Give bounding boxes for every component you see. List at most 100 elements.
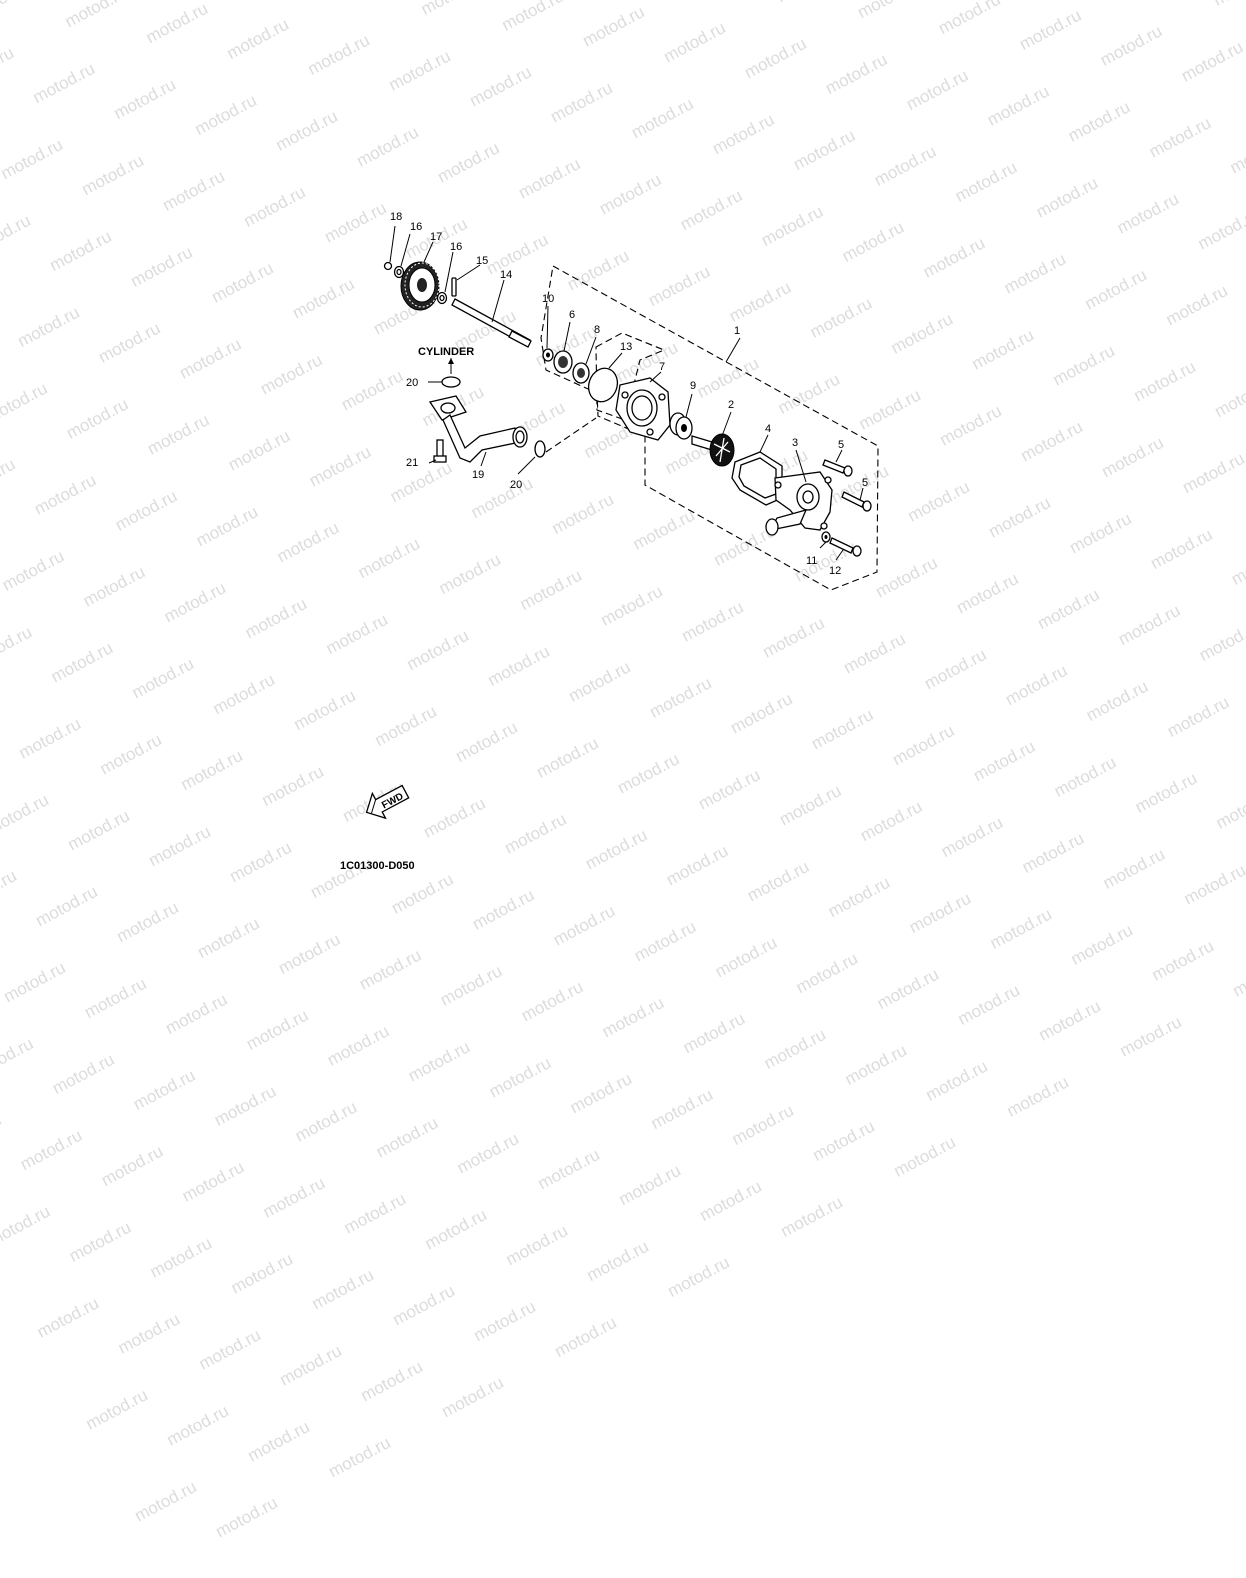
callout-15: 15 [476,255,488,267]
diagram-code: 1C01300-D050 [340,860,415,872]
watermark-text: motod.ru [551,1284,673,1362]
callout-10: 10 [542,293,554,305]
watermark-text: motod.ru [1004,1044,1126,1122]
watermark-text: motod.ru [0,929,122,1007]
cylinder-label: CYLINDER [418,346,474,358]
watermark-text: motod.ru [664,1224,786,1302]
callout-16-left: 16 [410,221,422,233]
water-pump-exploded-diagram: 18 16 17 16 15 14 10 6 8 13 7 9 2 4 3 1 … [0,0,1246,935]
watermark-text: motod.ru [1230,924,1246,1002]
callout-21: 21 [406,457,418,469]
watermark-text: motod.ru [34,1265,156,1343]
watermark-text: motod.ru [49,1021,171,1099]
washer-16-left [395,267,404,278]
watermark-text: motod.ru [0,1173,107,1251]
watermark-text: motod.ru [648,1056,770,1134]
callout-12: 12 [829,565,841,577]
watermark-text: motod.ru [0,1005,91,1083]
callout-5-lower: 5 [862,477,868,489]
watermark-text: motod.ru [1117,984,1239,1062]
watermark-text: motod.ru [567,1040,689,1118]
watermark-text: motod.ru [486,1025,608,1103]
pump-housing-7 [616,378,670,440]
hose-link-line [546,418,596,452]
pin-15 [452,278,456,296]
oil-seal-10 [543,349,553,361]
fwd-arrow-icon: FWD [360,779,412,824]
callout-3: 3 [792,437,798,449]
watermark-text: motod.ru [358,1328,480,1406]
callout-5-upper: 5 [838,439,844,451]
watermark-text: motod.ru [761,996,883,1074]
callout-6: 6 [569,309,575,321]
watermark-text: motod.ru [309,1237,431,1315]
bolt-5-lower [842,492,871,511]
watermark-text: motod.ru [212,1464,334,1542]
watermark-text: motod.ru [98,1113,220,1191]
watermark-text: motod.ru [164,1373,286,1451]
seal-8 [573,363,589,383]
watermark-text: motod.ru [438,1344,560,1422]
callout-9: 9 [690,380,696,392]
watermark-text: motod.ru [405,1009,527,1087]
watermark-text: motod.ru [874,936,996,1014]
watermark-text: motod.ru [729,1072,851,1150]
watermark-text: motod.ru [83,1357,205,1435]
watermark-text: motod.ru [503,1192,625,1270]
watermark-text: motod.ru [0,1081,59,1159]
bolt-12 [830,538,861,556]
watermark-text: motod.ru [891,1104,1013,1182]
watermark-text: motod.ru [1036,968,1158,1046]
impeller-2 [692,434,734,466]
watermark-text: motod.ru [81,945,203,1023]
callout-13: 13 [620,341,632,353]
callout-14: 14 [500,269,512,281]
callout-18: 18 [390,211,402,223]
bolt-5-upper [823,460,852,476]
watermark-text: motod.ru [147,1205,269,1283]
watermark-text: motod.ru [454,1101,576,1179]
callout-20-bottom: 20 [510,479,522,491]
watermark-text: motod.ru [115,1281,237,1359]
watermark-text: motod.ru [162,961,284,1039]
o-ring-20-top [442,377,460,387]
callout-16-right: 16 [450,241,462,253]
watermark-text: motod.ru [324,993,446,1071]
callout-7: 7 [659,361,665,373]
mechanical-seal-9 [670,413,692,439]
watermark-text: motod.ru [245,1388,367,1466]
watermark-text: motod.ru [0,989,10,1067]
watermark-text: motod.ru [260,1145,382,1223]
watermark-text: motod.ru [842,1012,964,1090]
watermark-text: motod.ru [130,1037,252,1115]
watermark-text: motod.ru [243,977,365,1055]
watermark-text: motod.ru [17,1097,139,1175]
watermark-text: motod.ru [292,1069,414,1147]
watermark-text: motod.ru [390,1252,512,1330]
o-ring-20-bottom [535,441,545,457]
callout-19: 19 [472,469,484,481]
watermark-text: motod.ru [341,1161,463,1239]
watermark-text: motod.ru [277,1313,399,1391]
watermark-text: motod.ru [373,1085,495,1163]
bearing-6 [554,351,572,373]
watermark-text: motod.ru [179,1129,301,1207]
watermark-text: motod.ru [810,1088,932,1166]
watermark-text: motod.ru [923,1028,1045,1106]
watermark-text: motod.ru [132,1449,254,1527]
callout-2: 2 [728,399,734,411]
o-ring-13 [584,364,622,406]
watermark-text: motod.ru [955,952,1077,1030]
fwd-label: FWD [380,791,405,811]
callout-11: 11 [806,555,817,567]
water-pipe-19 [430,396,527,462]
watermark-text: motod.ru [437,933,559,1011]
callout-8: 8 [594,324,600,336]
watermark-text: motod.ru [584,1208,706,1286]
watermark-text: motod.ru [599,964,721,1042]
circlip-18 [385,263,392,270]
washer-16-right [438,293,447,304]
watermark-text: motod.ru [535,1116,657,1194]
watermark-text: motod.ru [616,1132,738,1210]
